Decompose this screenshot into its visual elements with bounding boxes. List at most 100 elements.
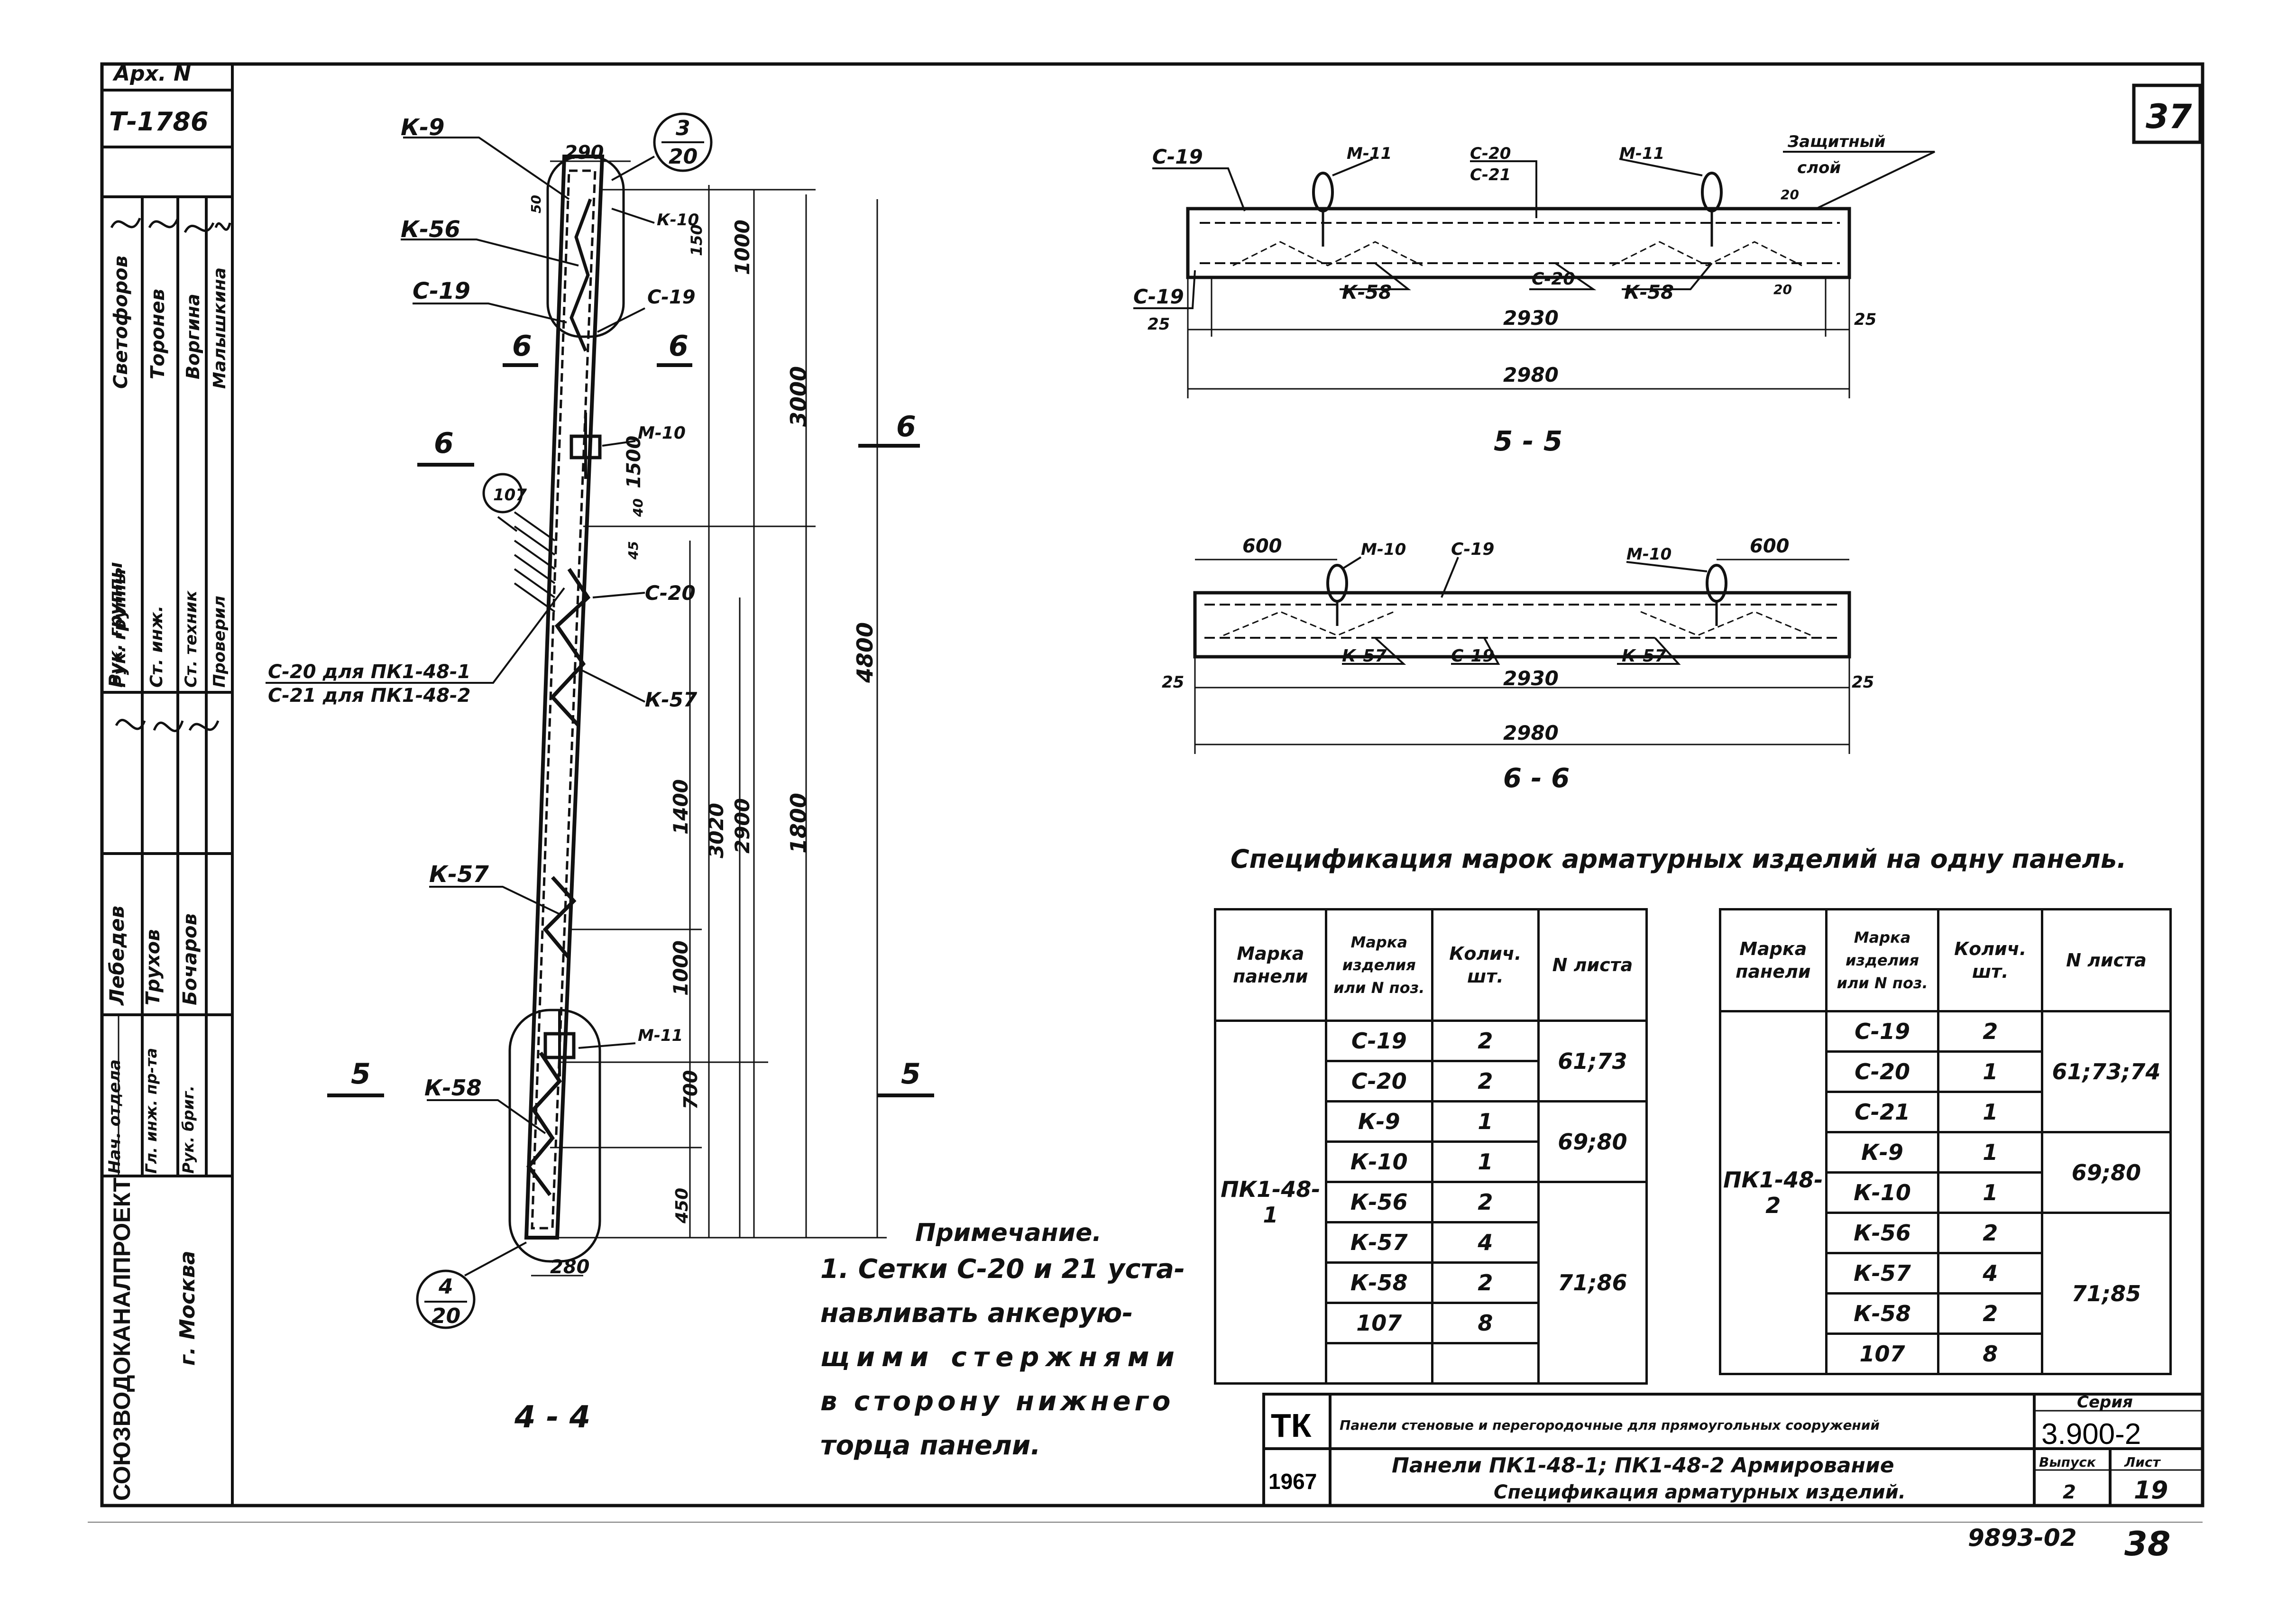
s55-dim-2930: 2930 (1503, 306, 1559, 330)
s66-label-m10-right: М-10 (1626, 545, 1671, 564)
dim-2900: 2900 (731, 798, 754, 854)
s55-label-layer: слой (1797, 158, 1841, 177)
spec1-qty: 4 (1431, 1221, 1540, 1264)
cut-6-right-top: 6 (669, 330, 689, 363)
s66-label-k57-left: К-57 (1342, 646, 1387, 666)
spec2-item: К-9 (1825, 1131, 1940, 1174)
s55-label-c20: С-20 (1470, 144, 1511, 163)
label-c20: С-20 (645, 581, 696, 605)
spec2-item: С-21 (1825, 1091, 1940, 1133)
section-5-5 (1133, 151, 1935, 398)
label-k57-lower: К-57 (429, 861, 489, 888)
spec1-header-panel: Марка панели (1214, 908, 1327, 1022)
sheet-number-top: 37 (2146, 97, 2192, 136)
bottom-page: 38 (2124, 1525, 2170, 1563)
dim-40: 40 (630, 498, 646, 517)
s55-dim-2980: 2980 (1503, 363, 1559, 386)
label-k57-upper: К-57 (645, 688, 698, 711)
sheet-frame (88, 62, 2204, 1523)
s55-dim-25-left: 25 (1148, 315, 1170, 334)
callout-top-number: 3 (676, 116, 690, 140)
title-line2: Панели ПК1-48-1; ПК1-48-2 Армирование (1392, 1453, 1894, 1478)
spec1-item: 107 (1324, 1302, 1433, 1344)
s66-dim-2980: 2980 (1503, 721, 1559, 744)
callout-bottom-sheet: 20 (432, 1304, 460, 1328)
spec2-header-qty: Колич. шт. (1937, 908, 2043, 1012)
dim-700: 700 (680, 1070, 702, 1110)
spec-title: Спецификация марок арматурных изделий на… (1231, 844, 2127, 874)
spec2-sheet: 61;73;74 (2040, 1010, 2172, 1133)
dim-3020: 3020 (705, 803, 728, 858)
spec1-header-item: Марка изделия или N поз. (1324, 908, 1433, 1022)
title-block (1262, 1393, 2204, 1507)
archive-label: Арх. N (112, 62, 191, 86)
dim-450: 450 (672, 1188, 692, 1224)
callout-bottom-number: 4 (438, 1275, 453, 1299)
spec1-qty: 2 (1431, 1181, 1540, 1223)
s55-label-c20-bottom: С-20 (1532, 269, 1575, 289)
s55-label-k58-left: К-58 (1342, 282, 1392, 303)
dim-150: 150 (688, 224, 706, 256)
cut-5-right: 5 (901, 1057, 921, 1091)
stamp-name2-3: Бочаров (179, 913, 201, 1005)
s66-dim-2930: 2930 (1503, 667, 1559, 690)
section-6-6 (1193, 556, 1851, 754)
spec1-qty: 1 (1431, 1100, 1540, 1143)
issue-value: 2 (2063, 1481, 2076, 1503)
note-line: щими стержнями (820, 1342, 1181, 1373)
spec1-sheet: 61;73 (1537, 1020, 1648, 1103)
stamp-role2-3: Рук. бриг. (179, 1085, 197, 1174)
spec2-qty: 2 (1937, 1292, 2043, 1335)
cut-6-left-top: 6 (512, 330, 532, 363)
spec2-item: К-58 (1825, 1292, 1940, 1335)
label-pos-107: 107 (493, 486, 527, 505)
spec1-item: К-10 (1324, 1140, 1433, 1183)
label-k9: К-9 (401, 114, 445, 141)
s55-label-c21: С-21 (1470, 165, 1511, 184)
sheet-label: Лист (2124, 1454, 2161, 1470)
label-m10: М-10 (638, 423, 686, 443)
stamp-role2-2: Гл. инж. пр-та (142, 1047, 160, 1174)
label-k56: К-56 (401, 216, 460, 243)
s55-label-c19-bottom: С-19 (1133, 285, 1184, 308)
spec1-header-qty: Колич. шт. (1431, 908, 1540, 1022)
s66-label-k57-right: К-57 (1622, 646, 1666, 666)
s55-dim-25-right: 25 (1854, 310, 1876, 329)
cut-5-left: 5 (351, 1057, 371, 1091)
spec1-qty: 1 (1431, 1140, 1540, 1183)
spec2-header-sheet: N листа (2040, 908, 2172, 1012)
section-6-6-labels: 600 М-10 С-19 М-10 600 К-57 С-19 К-57 25… (1162, 535, 1874, 794)
issue-label: Выпуск (2039, 1454, 2096, 1470)
spec2-sheet: 71;85 (2040, 1212, 2172, 1375)
stamp-name2-2: Трухов (142, 929, 164, 1005)
spec2-item: 107 (1825, 1332, 1940, 1375)
title-line1: Панели стеновые и перегородочные для пря… (1340, 1417, 1880, 1433)
section-5-5-labels: С-19 М-11 С-20 С-21 М-11 Защитный слой С… (1133, 132, 1885, 457)
sheet-value: 19 (2134, 1476, 2168, 1505)
bottom-code: 9893-02 (1968, 1524, 2077, 1552)
note-line: 1. Сетки С-20 и 21 уста- (820, 1254, 1185, 1285)
spec1-header-sheet: N листа (1537, 908, 1648, 1022)
label-k10: К-10 (657, 211, 699, 230)
label-k58: К-58 (424, 1075, 482, 1101)
spec2-item: К-57 (1825, 1252, 1940, 1295)
year: 1967 (1268, 1469, 1317, 1494)
spec1-qty: 2 (1431, 1020, 1540, 1062)
series-label: Серия (2077, 1393, 2133, 1412)
dim-1400: 1400 (669, 779, 692, 835)
title-line3: Спецификация арматурных изделий. (1494, 1481, 1906, 1503)
spec2-header-panel: Марка панели (1719, 908, 1828, 1012)
s66-dim-600-left: 600 (1242, 535, 1282, 557)
s55-label-m11-right: М-11 (1619, 144, 1664, 163)
sheet-number-box: 37 (2132, 83, 2202, 144)
s66-dim-600-right: 600 (1750, 535, 1790, 557)
tk-code: ТК (1271, 1407, 1312, 1444)
s55-dim-20-bottom: 20 (1773, 282, 1792, 297)
s66-label-c19-top: С-19 (1451, 540, 1494, 559)
dim-3000: 3000 (786, 366, 811, 427)
s55-label-k58-right: К-58 (1624, 282, 1674, 303)
s66-label-c19-bottom: С-19 (1451, 646, 1494, 666)
s55-label-m11-left: М-11 (1347, 144, 1392, 163)
label-c19-right: С-19 (647, 286, 696, 308)
s55-dim-20-top: 20 (1781, 187, 1799, 202)
